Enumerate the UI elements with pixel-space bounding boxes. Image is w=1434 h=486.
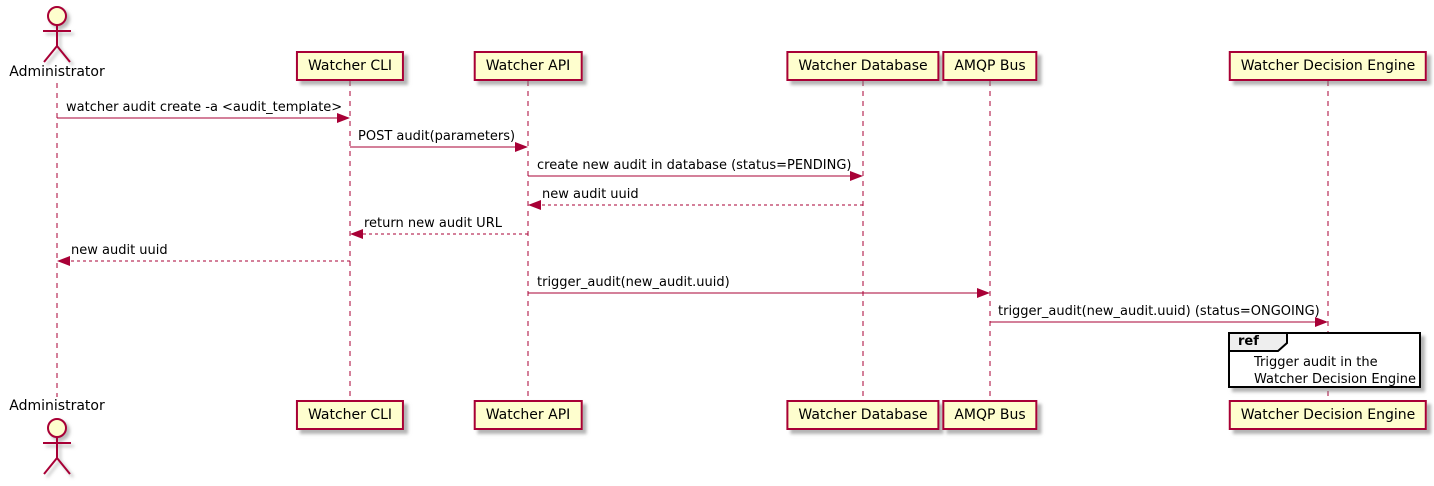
message-label-3: create new audit in database (status=PEN…: [537, 158, 852, 173]
arrowhead-1: [337, 113, 350, 123]
arrowhead-4: [528, 200, 541, 210]
message-label-8: trigger_audit(new_audit.uuid) (status=ON…: [998, 304, 1320, 319]
message-label-1: watcher audit create -a <audit_template>: [66, 100, 343, 115]
message-label-7: trigger_audit(new_audit.uuid): [537, 275, 730, 290]
ref-fragment: ref Trigger audit in the Watcher Decisio…: [1228, 332, 1421, 388]
ref-header-pentagon: [1228, 332, 1288, 352]
message-label-6: new audit uuid: [71, 243, 168, 258]
participant-box-watcher-decision-engine-top: Watcher Decision Engine: [1228, 51, 1428, 81]
participant-box-amqp-bus-bottom: AMQP Bus: [942, 400, 1038, 430]
ref-text-line-2: Watcher Decision Engine: [1254, 372, 1416, 387]
ref-fragment-header: ref: [1228, 332, 1290, 352]
arrowhead-8: [1315, 317, 1328, 327]
message-label-5: return new audit URL: [364, 216, 502, 231]
participant-box-amqp-bus-top: AMQP Bus: [942, 51, 1038, 81]
arrowhead-6: [57, 256, 70, 266]
actor-label-administrator-bottom: Administrator: [9, 398, 105, 414]
ref-keyword: ref: [1238, 334, 1259, 349]
arrowhead-2: [515, 142, 528, 152]
participant-box-watcher-database-top: Watcher Database: [786, 51, 940, 81]
actor-icon-administrator-bottom: [43, 418, 71, 475]
participant-box-watcher-api-bottom: Watcher API: [473, 400, 583, 430]
participant-box-watcher-cli-top: Watcher CLI: [295, 51, 405, 81]
actor-label-administrator-top: Administrator: [9, 64, 105, 80]
message-label-4: new audit uuid: [542, 187, 639, 202]
ref-text-line-1: Trigger audit in the: [1254, 355, 1378, 370]
participant-box-watcher-database-bottom: Watcher Database: [786, 400, 940, 430]
arrowhead-5: [350, 229, 363, 239]
participant-box-watcher-api-top: Watcher API: [473, 51, 583, 81]
actor-icon-administrator-top: [43, 6, 71, 63]
arrowhead-7: [977, 288, 990, 298]
participant-box-watcher-cli-bottom: Watcher CLI: [295, 400, 405, 430]
arrowhead-3: [850, 171, 863, 181]
participant-box-watcher-decision-engine-bottom: Watcher Decision Engine: [1228, 400, 1428, 430]
lifelines: [56, 81, 1329, 400]
message-label-2: POST audit(parameters): [358, 129, 516, 144]
message-arrows: [57, 113, 1328, 327]
